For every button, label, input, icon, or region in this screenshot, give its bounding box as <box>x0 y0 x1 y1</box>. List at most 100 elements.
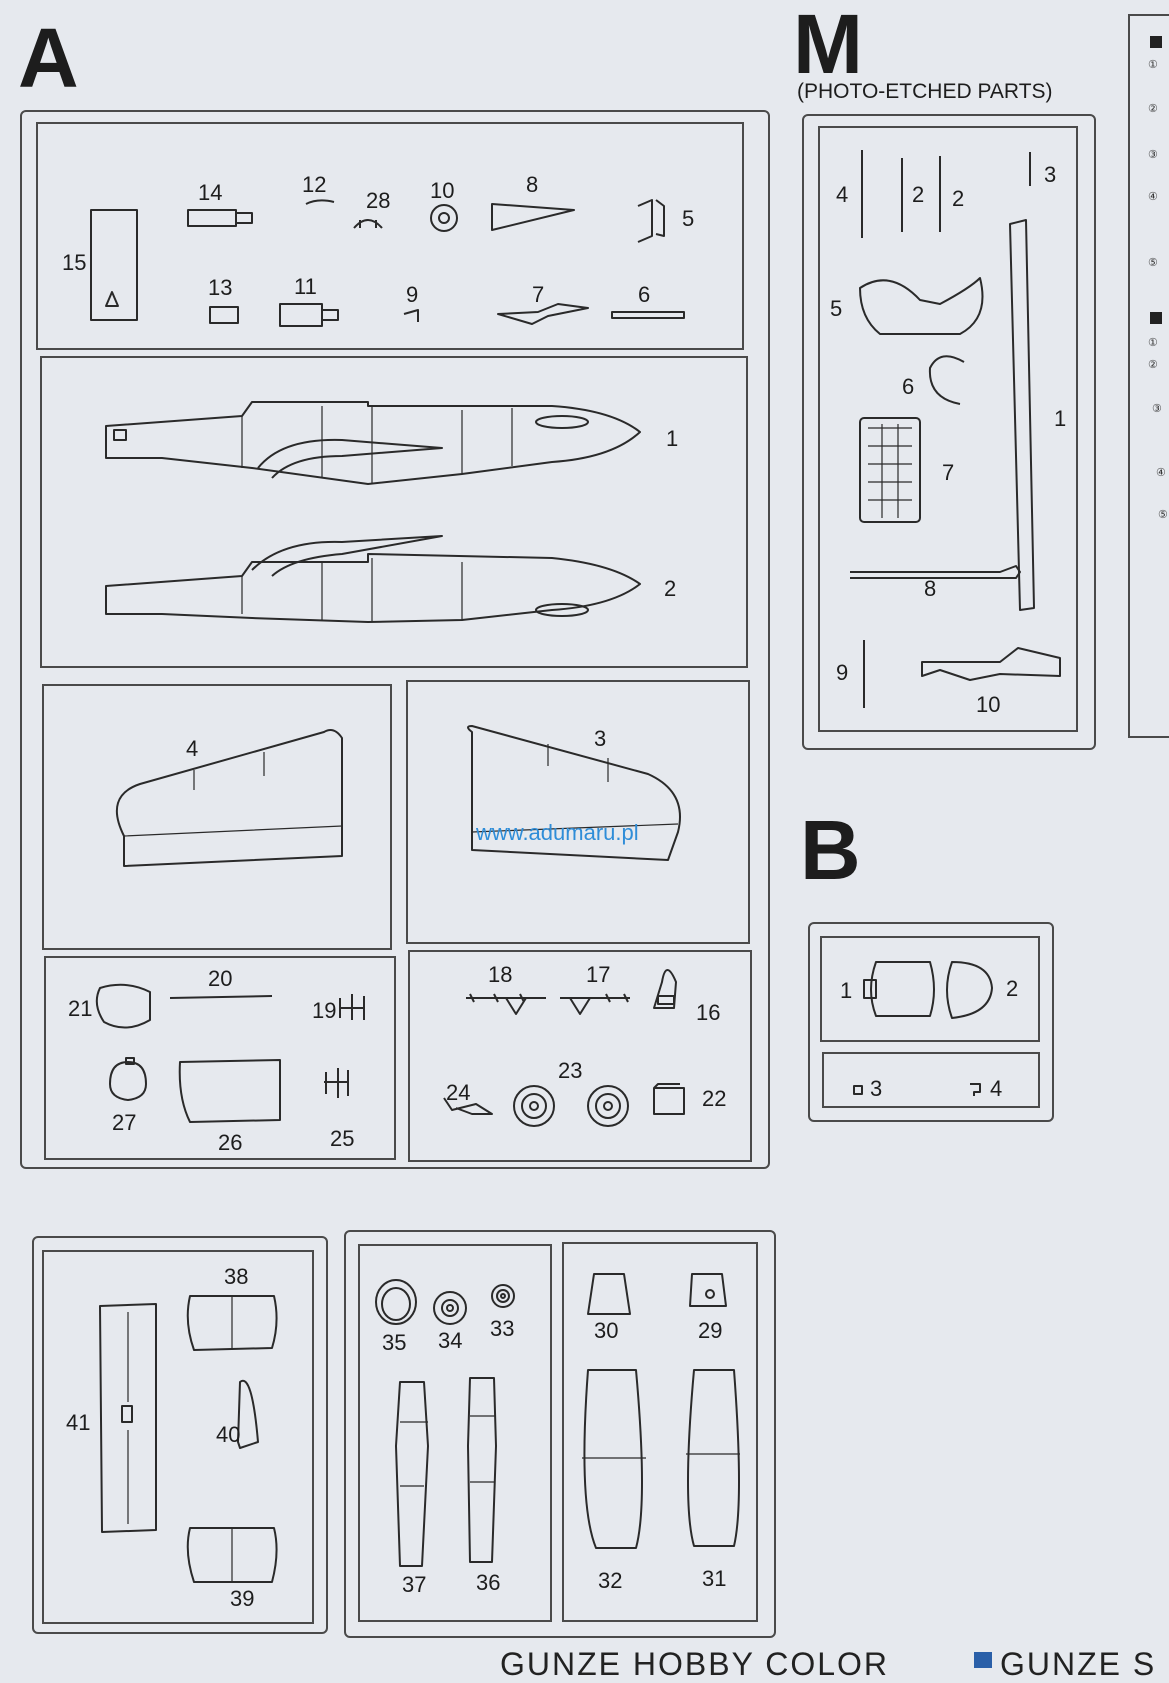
part-label: 20 <box>208 966 233 991</box>
canopy-parts-drawing <box>863 961 993 1019</box>
bottom-mid-panel: 35 34 33 37 36 <box>358 1244 552 1622</box>
instruction-marker: ② <box>1148 359 1158 371</box>
part-label: 7 <box>942 460 955 485</box>
bottom-right-panel: 30 29 32 31 <box>562 1242 758 1622</box>
part-label: 23 <box>558 1058 583 1083</box>
part-label: 30 <box>594 1318 619 1343</box>
sprue-m-frame <box>802 114 1096 750</box>
sprue-a-fuselage-panel: 1 2 <box>40 356 748 668</box>
part-label: 36 <box>476 1570 501 1595</box>
watermark-text: www.adumaru.pl <box>476 820 639 845</box>
instruction-bullet-2 <box>1150 312 1162 324</box>
part-label: 34 <box>438 1328 463 1353</box>
part-label: 1 <box>1054 406 1067 431</box>
part-label: 35 <box>382 1330 407 1355</box>
part-label: 2 <box>952 186 965 211</box>
part-label: 13 <box>208 275 233 300</box>
instruction-bullet-1 <box>1150 36 1162 48</box>
part-label: 2 <box>912 182 925 207</box>
part-label: 2 <box>664 576 677 601</box>
part-label: 40 <box>216 1422 241 1447</box>
bottom-brand-text: GUNZE S <box>1000 1646 1157 1682</box>
part-label: 28 <box>366 188 391 213</box>
instruction-marker: ⑤ <box>1158 509 1168 521</box>
part-label: 9 <box>406 282 419 307</box>
sprue-m-panel: 4 2 2 3 5 6 7 1 8 9 10 <box>818 126 1078 732</box>
sprue-a-frame <box>20 110 770 1169</box>
instruction-marker: ③ <box>1152 403 1162 415</box>
part-label: 19 <box>312 998 337 1023</box>
part-label: 18 <box>488 962 513 987</box>
part-label: 27 <box>112 1110 137 1135</box>
part-label: 16 <box>696 1000 721 1025</box>
instruction-column-border <box>1128 14 1169 738</box>
wing-part-4-drawing <box>115 729 343 867</box>
part-label: 21 <box>68 996 93 1021</box>
part-label: 32 <box>598 1568 623 1593</box>
part-label: 25 <box>330 1126 355 1151</box>
part-label: 8 <box>924 576 937 601</box>
part-label: 3 <box>870 1076 883 1101</box>
sprue-a-left-wing-panel: 4 <box>42 684 392 950</box>
bottom-mid-parts-drawing <box>375 1279 515 1567</box>
part-label: 11 <box>294 274 317 299</box>
bottom-left-frame <box>32 1236 328 1634</box>
part-label: 31 <box>702 1566 727 1591</box>
part-label: 8 <box>526 172 539 197</box>
part-label: 4 <box>990 1076 1003 1101</box>
bottom-paint-reference: GUNZE HOBBY COLOR <box>500 1646 890 1682</box>
section-label-b: B <box>800 803 861 897</box>
part-label: 38 <box>224 1264 249 1289</box>
instruction-marker: ④ <box>1148 191 1158 203</box>
sprue-a-lower-right-panel: 18 17 16 24 23 22 <box>408 950 752 1162</box>
part-label: 7 <box>532 282 545 307</box>
bottom-right-parts-drawing <box>582 1273 740 1549</box>
part-label: 14 <box>198 180 223 205</box>
sprue-b-bottom-panel: 3 4 <box>822 1052 1040 1108</box>
part-label: 6 <box>638 282 651 307</box>
photo-etched-parts-drawing <box>850 150 1061 708</box>
part-label: 2 <box>1006 976 1019 1001</box>
part-label: 6 <box>902 374 915 399</box>
part-label: 22 <box>702 1086 727 1111</box>
part-label: 33 <box>490 1316 515 1341</box>
section-label-a: A <box>18 11 79 105</box>
sprue-b-frame <box>808 922 1054 1122</box>
part-label: 17 <box>586 962 611 987</box>
instruction-marker: ③ <box>1148 149 1158 161</box>
small-parts-drawing <box>90 199 685 327</box>
part-label: 29 <box>698 1318 723 1343</box>
sprue-a-right-wing-panel: 3 <box>406 680 750 944</box>
bottom-left-panel: 41 38 40 39 <box>42 1250 314 1624</box>
part-label: 39 <box>230 1586 255 1611</box>
sprue-a-lower-left-panel: 21 20 19 27 26 25 <box>44 956 396 1160</box>
bottom-right-frame <box>344 1230 776 1638</box>
sprue-b-top-panel: 1 2 <box>820 936 1040 1042</box>
part-label: 5 <box>682 206 695 231</box>
part-label: 26 <box>218 1130 243 1155</box>
instruction-marker: ① <box>1148 337 1158 349</box>
part-label: 15 <box>62 250 87 275</box>
lower-left-parts-drawing <box>95 983 365 1123</box>
part-label: 1 <box>840 978 853 1003</box>
bottom-brand-box <box>974 1652 992 1668</box>
part-label: 24 <box>446 1080 471 1105</box>
wing-part-3-drawing <box>467 725 681 861</box>
instruction-marker: ④ <box>1156 467 1166 479</box>
instruction-marker: ② <box>1148 103 1158 115</box>
instruction-marker: ⑤ <box>1148 257 1158 269</box>
small-clear-parts-drawing <box>853 1083 981 1096</box>
part-label: 41 <box>66 1410 91 1435</box>
part-label: 4 <box>836 182 849 207</box>
section-label-m: M <box>793 0 863 91</box>
part-label: 12 <box>302 172 327 197</box>
part-label: 10 <box>430 178 455 203</box>
lower-right-parts-drawing <box>443 969 685 1127</box>
part-label: 4 <box>186 736 199 761</box>
part-label: 37 <box>402 1572 427 1597</box>
part-label: 3 <box>594 726 607 751</box>
part-label: 9 <box>836 660 849 685</box>
section-m-subtitle: (PHOTO-ETCHED PARTS) <box>797 80 1053 103</box>
part-label: 5 <box>830 296 843 321</box>
part-label: 3 <box>1044 162 1057 187</box>
